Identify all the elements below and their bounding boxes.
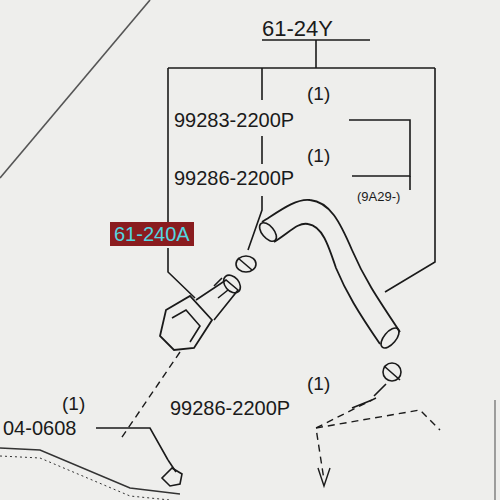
part-number: 61-240A <box>114 224 190 244</box>
serial-note: (9A29-) <box>357 190 400 203</box>
quantity: (1) <box>307 146 330 165</box>
part-number: 99286-2200P <box>170 398 290 418</box>
quantity: (1) <box>62 394 85 413</box>
part-number: 99286-2200P <box>174 168 294 188</box>
quantity: (1) <box>307 374 330 393</box>
highlighted-part-number: 61-240A <box>110 222 194 246</box>
quantity: (1) <box>307 84 330 103</box>
part-group-number: 61-24Y <box>262 18 333 40</box>
part-number: 99283-2200P <box>174 110 294 130</box>
part-number: 04-0608 <box>3 418 76 438</box>
